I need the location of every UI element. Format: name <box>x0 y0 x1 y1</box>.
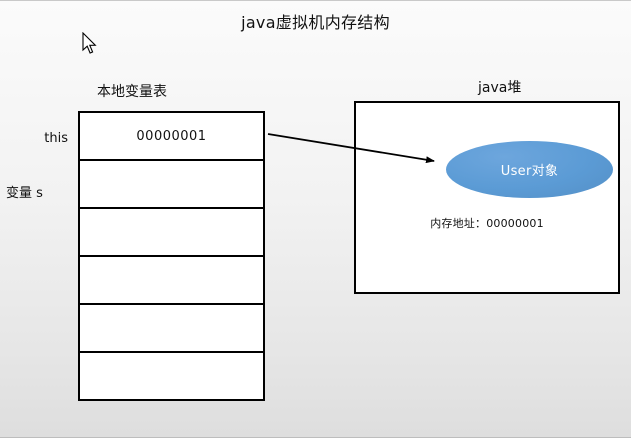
row-label-this: this <box>44 131 68 146</box>
memory-address-label: 内存地址：00000001 <box>430 217 544 230</box>
java-heap-title: java堆 <box>478 80 522 96</box>
row-label-variable-s: 变量 s <box>6 186 43 201</box>
java-heap-box <box>354 101 620 294</box>
user-object-ellipse[interactable]: User对象 <box>446 141 613 198</box>
table-cell-value: 00000001 <box>136 128 207 144</box>
table-row[interactable] <box>80 353 263 399</box>
local-variable-table: 00000001 <box>78 111 265 401</box>
table-row[interactable]: 00000001 <box>80 113 263 161</box>
table-row[interactable] <box>80 209 263 257</box>
page-title: java虚拟机内存结构 <box>241 13 390 32</box>
table-row[interactable] <box>80 257 263 305</box>
user-object-label: User对象 <box>500 164 559 179</box>
local-variable-table-title: 本地变量表 <box>97 84 167 100</box>
table-row[interactable] <box>80 161 263 209</box>
mouse-pointer-icon <box>82 32 97 54</box>
table-row[interactable] <box>80 305 263 353</box>
